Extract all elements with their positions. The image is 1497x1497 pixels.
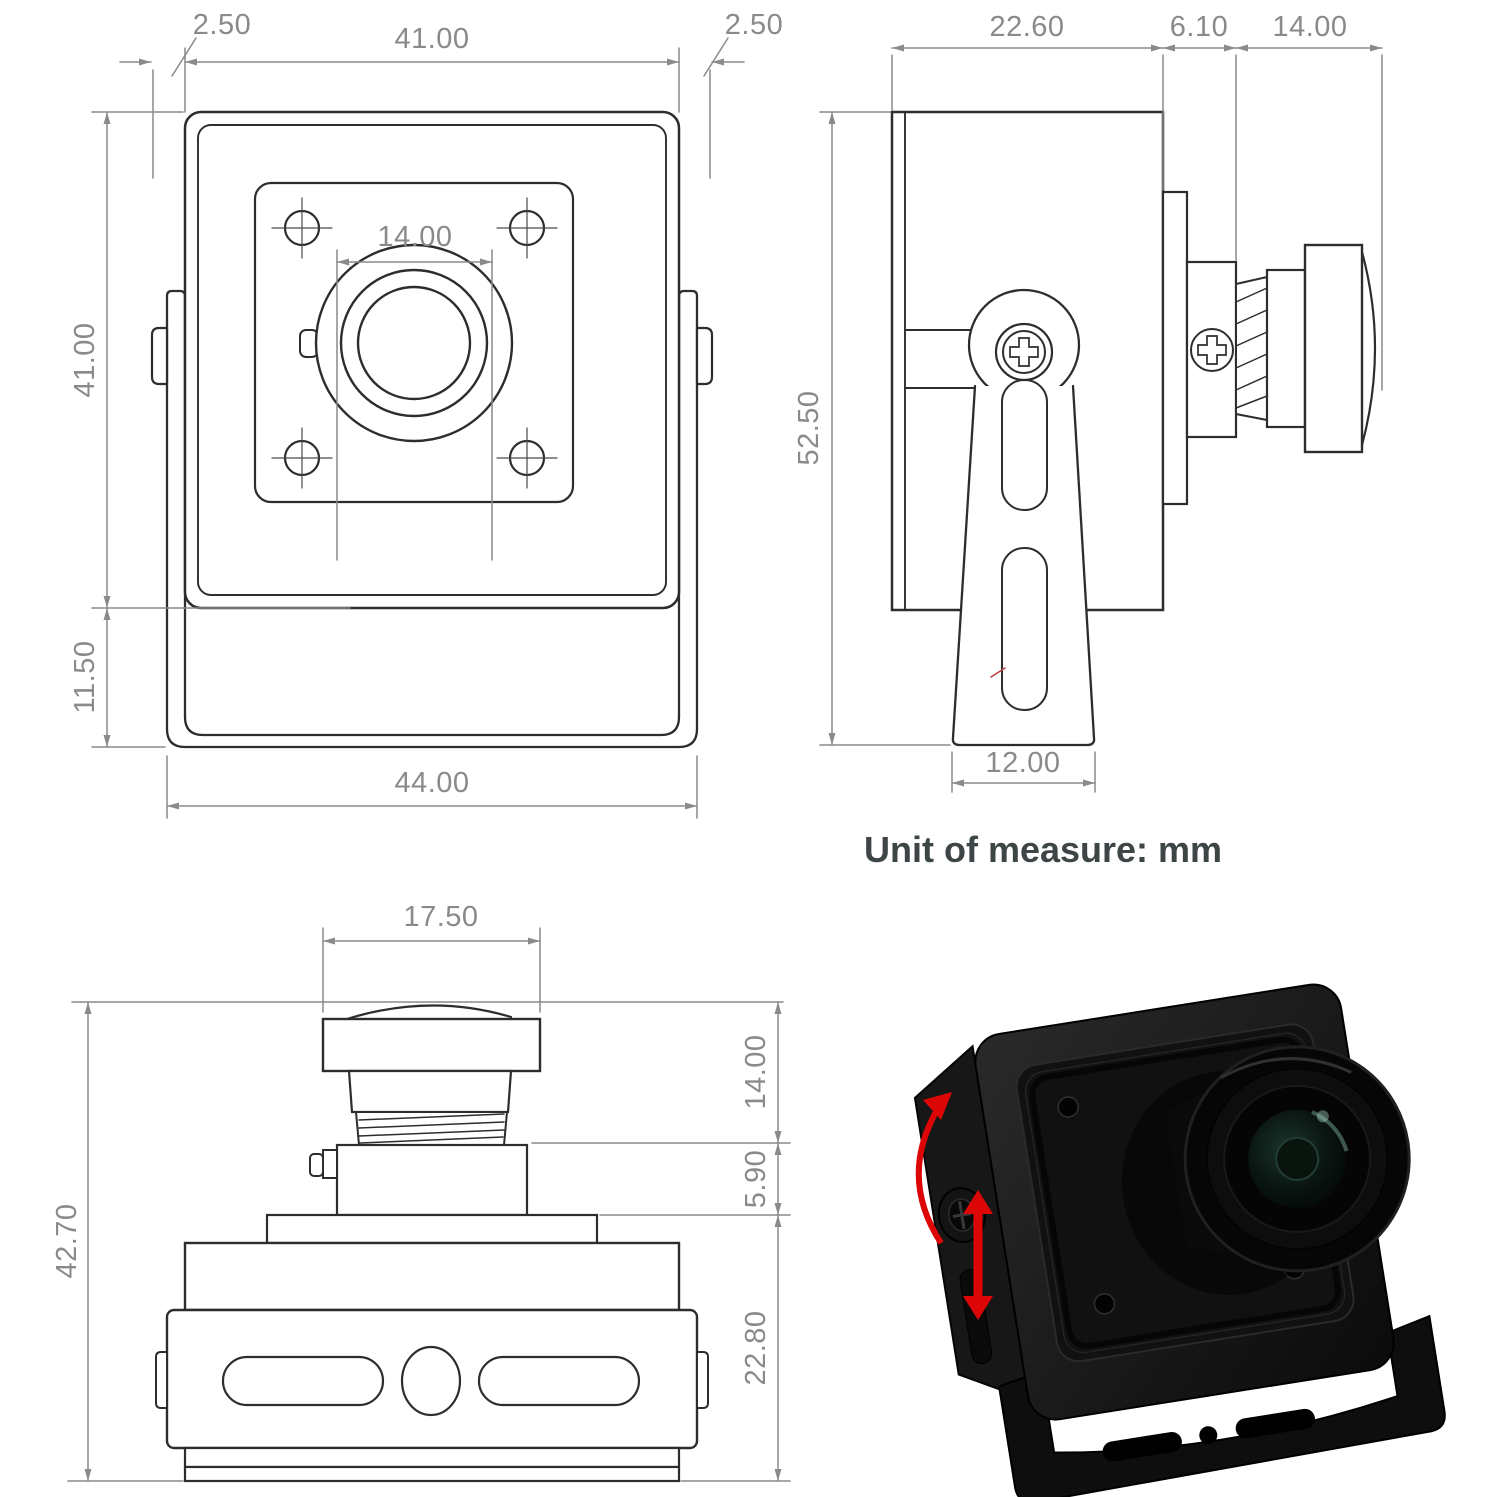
bottom-lens-dome <box>345 1004 513 1021</box>
front-bracket <box>165 289 699 749</box>
bottom-slot-left <box>221 1355 385 1407</box>
red-artifact-mark <box>990 667 1006 678</box>
bottom-left-tab-icon <box>155 1351 168 1409</box>
side-bracket-arm <box>951 384 1096 747</box>
dim-bottom-lens-height: 14.00 <box>740 1034 772 1109</box>
side-lens-barrel <box>1265 268 1307 429</box>
dim-front-right-offset: 2.50 <box>725 9 783 41</box>
photo-bracket-slot-right <box>1235 1408 1315 1439</box>
dim-bottom-overall-depth: 42.70 <box>51 1203 83 1278</box>
unit-note: Unit of measure: mm <box>864 829 1222 870</box>
rotation-arrow-icon <box>915 1092 952 1245</box>
dim-front-hole-spacing: 14.00 <box>377 221 452 253</box>
bottom-slot-right <box>477 1355 641 1407</box>
side-view-drawing: 22.60 6.10 14.00 52.50 12.00 <box>793 11 1383 793</box>
side-view-dimensions <box>819 44 1383 793</box>
side-lens-dome <box>1360 250 1377 447</box>
front-lens <box>299 243 514 443</box>
side-pivot-screw-icon <box>994 322 1054 382</box>
bottom-body-block <box>183 1241 681 1312</box>
front-view-dimensions <box>91 37 745 819</box>
side-front-plate <box>1161 190 1189 506</box>
dim-side-body-depth: 22.60 <box>989 11 1064 43</box>
slide-arrow-icon <box>963 1190 993 1320</box>
dim-front-face-height: 41.00 <box>69 322 101 397</box>
side-lens-threads <box>1235 275 1268 422</box>
dim-front-left-offset: 2.50 <box>193 9 251 41</box>
dim-bottom-cap-diameter: 17.50 <box>403 901 478 933</box>
dim-side-lens-length: 14.00 <box>1272 11 1347 43</box>
dim-side-foot-width: 12.00 <box>985 747 1060 779</box>
front-view-labels: 2.50 41.00 2.50 14.00 41.00 11.50 44.00 <box>69 9 783 799</box>
dim-side-overall-height: 52.50 <box>793 390 825 465</box>
side-lens-cap <box>1303 243 1364 454</box>
bottom-view-drawing: 17.50 42.70 14.00 5.90 22.80 <box>51 901 791 1483</box>
bottom-lens-threads <box>354 1111 509 1146</box>
front-right-screw-knob-icon <box>695 326 714 386</box>
dim-front-overall-width: 44.00 <box>394 767 469 799</box>
bottom-lens-mount <box>335 1143 529 1217</box>
bottom-center-hole <box>400 1345 462 1417</box>
dim-front-width: 41.00 <box>394 23 469 55</box>
side-arm-slot-lower <box>1001 547 1048 711</box>
photo-bracket-slot-left <box>1102 1431 1182 1462</box>
photo-bracket-hole <box>1199 1426 1218 1445</box>
bottom-lens-cap <box>321 1017 542 1073</box>
bottom-view-labels: 17.50 42.70 14.00 5.90 22.80 <box>51 901 772 1386</box>
product-photo <box>913 983 1446 1497</box>
photo-lens <box>1121 1045 1411 1295</box>
front-view-drawing: 2.50 41.00 2.50 14.00 41.00 11.50 44.00 <box>69 9 783 819</box>
dim-front-bracket-drop: 11.50 <box>69 641 101 714</box>
bottom-set-screw-icon <box>309 1149 338 1179</box>
front-left-screw-knob-icon <box>150 326 169 386</box>
bottom-lower-plate <box>183 1446 681 1469</box>
side-arm-slot-upper <box>1001 379 1048 511</box>
side-mount-screw-icon <box>1190 328 1234 372</box>
front-mount-holes <box>271 197 558 489</box>
side-view-labels: 22.60 6.10 14.00 52.50 12.00 <box>793 11 1347 779</box>
bottom-base-strip <box>183 1465 681 1483</box>
front-body-bezel <box>197 124 667 596</box>
bottom-lens-barrel <box>347 1069 513 1114</box>
bottom-right-tab-icon <box>696 1351 709 1409</box>
dim-bottom-body-thickness: 22.80 <box>740 1310 772 1385</box>
dim-bottom-mount-height: 5.90 <box>740 1150 772 1208</box>
dim-side-mount-depth: 6.10 <box>1170 11 1228 43</box>
bottom-upper-plate <box>265 1213 599 1245</box>
bottom-view-dimensions <box>67 927 791 1482</box>
